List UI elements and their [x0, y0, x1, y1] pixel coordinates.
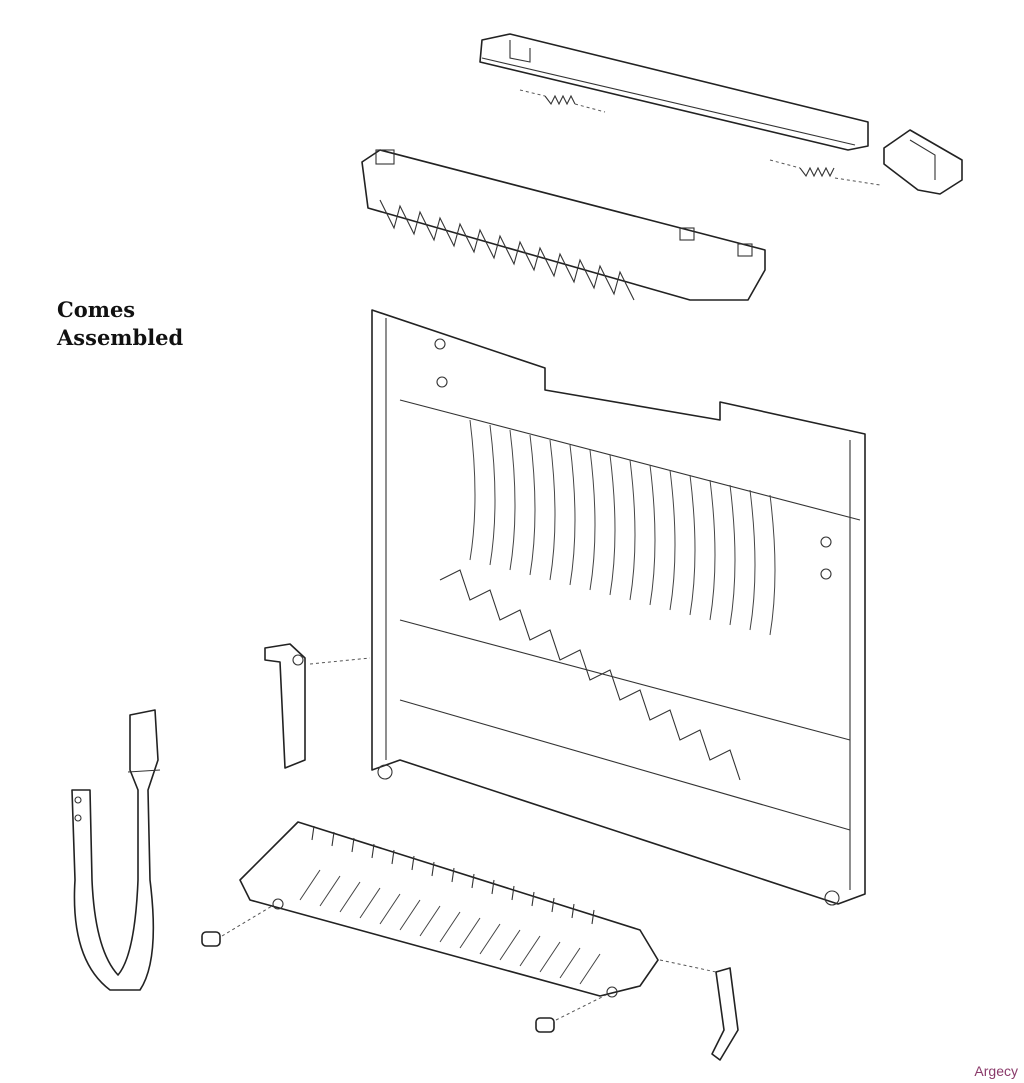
comes-assembled-label: Comes Assembled: [57, 296, 183, 352]
screw-left: [201, 905, 273, 947]
top-guide-bar: [479, 33, 869, 151]
main-frame-panel: [371, 309, 866, 906]
right-lever: [659, 959, 739, 1061]
watermark: Argecy: [974, 1063, 1018, 1079]
toothed-paper-guide: [361, 149, 766, 301]
latch-part: [264, 643, 371, 769]
bottom-roller-guide: [239, 821, 659, 998]
label-line-1: Comes: [57, 297, 136, 322]
label-line-2: Assembled: [57, 325, 184, 350]
right-end-cap: [883, 129, 963, 195]
screw-bottom: [535, 994, 607, 1033]
spring-2: [769, 159, 881, 186]
spring-1: [519, 89, 606, 113]
support-strap: [71, 709, 161, 991]
